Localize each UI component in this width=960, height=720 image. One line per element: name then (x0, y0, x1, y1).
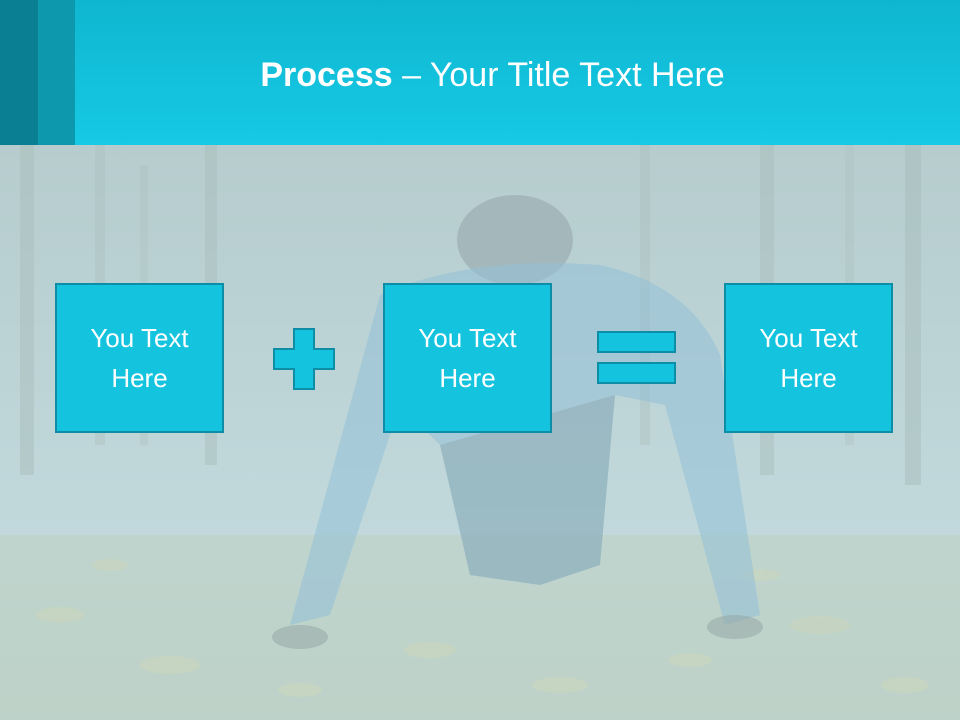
process-box-line2: Here (111, 363, 168, 393)
process-box-3[interactable]: You Text Here (724, 283, 893, 433)
process-box-line2: Here (439, 363, 496, 393)
process-box-line2: Here (780, 363, 837, 393)
process-box-line1: You Text (418, 323, 517, 353)
process-box-text: You Text Here (759, 318, 857, 398)
process-box-1[interactable]: You Text Here (55, 283, 224, 433)
process-box-2[interactable]: You Text Here (383, 283, 552, 433)
slide-title[interactable]: Process – Your Title Text Here (0, 52, 960, 98)
process-box-text: You Text Here (418, 318, 516, 398)
header-accent-strip (38, 0, 75, 145)
process-box-line1: You Text (759, 323, 858, 353)
process-box-text: You Text Here (90, 318, 188, 398)
header-band: Process – Your Title Text Here (0, 0, 960, 145)
process-box-line1: You Text (90, 323, 189, 353)
equals-icon (597, 331, 676, 384)
title-bold: Process (260, 56, 393, 94)
title-rest: – Your Title Text Here (392, 56, 725, 94)
header-accent-strip (0, 0, 38, 145)
plus-icon (273, 328, 335, 390)
